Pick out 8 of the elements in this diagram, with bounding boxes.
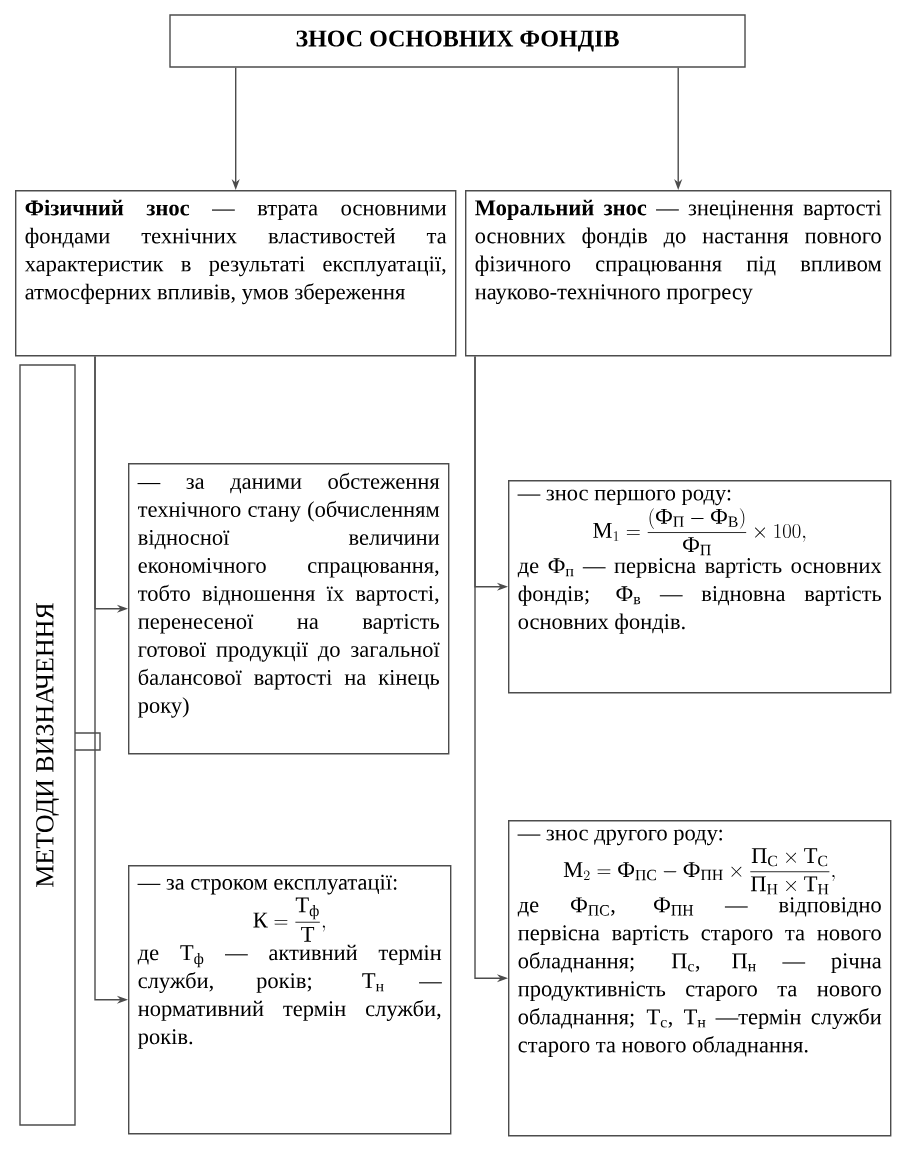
text-box: — знос першого роду: $\text{М}_1=\frac{(\text{Ф}_{\text{П}}-\text{Ф}_{\text{В}})}{\text{Ф}_{\text{П}}}\times 100,$ де Ф$_{п}$ — первісна вартість основних фондів; Ф$_{в}$ — відновна вартість основних фондів. xyxy=(508,480,892,694)
text-box: — за даними обстеження технічного стану (обчисленням відносної величини економічного спрацювання, тобто відношення їх вартості, перенесеної на вартість готової продукції до загальної балансової вартості на кінець року) xyxy=(128,463,450,755)
text-box: Фізичний знос — втрата основними фондами технічних властивостей та характеристик в результаті експлуатації, атмосферних впливів, умов збереження xyxy=(15,190,457,357)
text-box: Моральний знос — знецінення вартості основних фондів до настання повного фізичного спрацювання під впливом науково-технічного прогресу xyxy=(465,190,892,357)
text-box: — за строком експлуатації: $\text{К}=\frac{\text{Т}_{\text{ф}}}{\text{Т}},$ де Т$_{ф}$ — активний термін служби, років; Т$_{н}$ — нормативний термін служби, років. xyxy=(128,865,452,1135)
text-box: — знос другого роду: $\text{М}_2=\text{Ф}_{\text{ПС}}-\text{Ф}_{\text{ПН}}\times\frac{\text{П}_{\text{С}}\times\text{Т}_{\text{С}}}{\text{П}_{\text{Н}}\times\text{Т}_{\text{Н}}},$ де Ф$_{ПС}$, Ф$_{ПН}$ — відповідно первісна вартість старого та нового обладнання; П$_{с}$, П$_{н}$ — річна продуктивність старого та нового обладнання; Т$_{с}$, Т$_{н}$ —термін служби старого та нового обладнання. xyxy=(508,820,892,1137)
title-box: ЗНОС ОСНОВНИХ ФОНДІВ xyxy=(169,14,746,68)
vertical-band: МЕТОДИ ВИЗНАЧЕННЯ xyxy=(19,364,76,1126)
